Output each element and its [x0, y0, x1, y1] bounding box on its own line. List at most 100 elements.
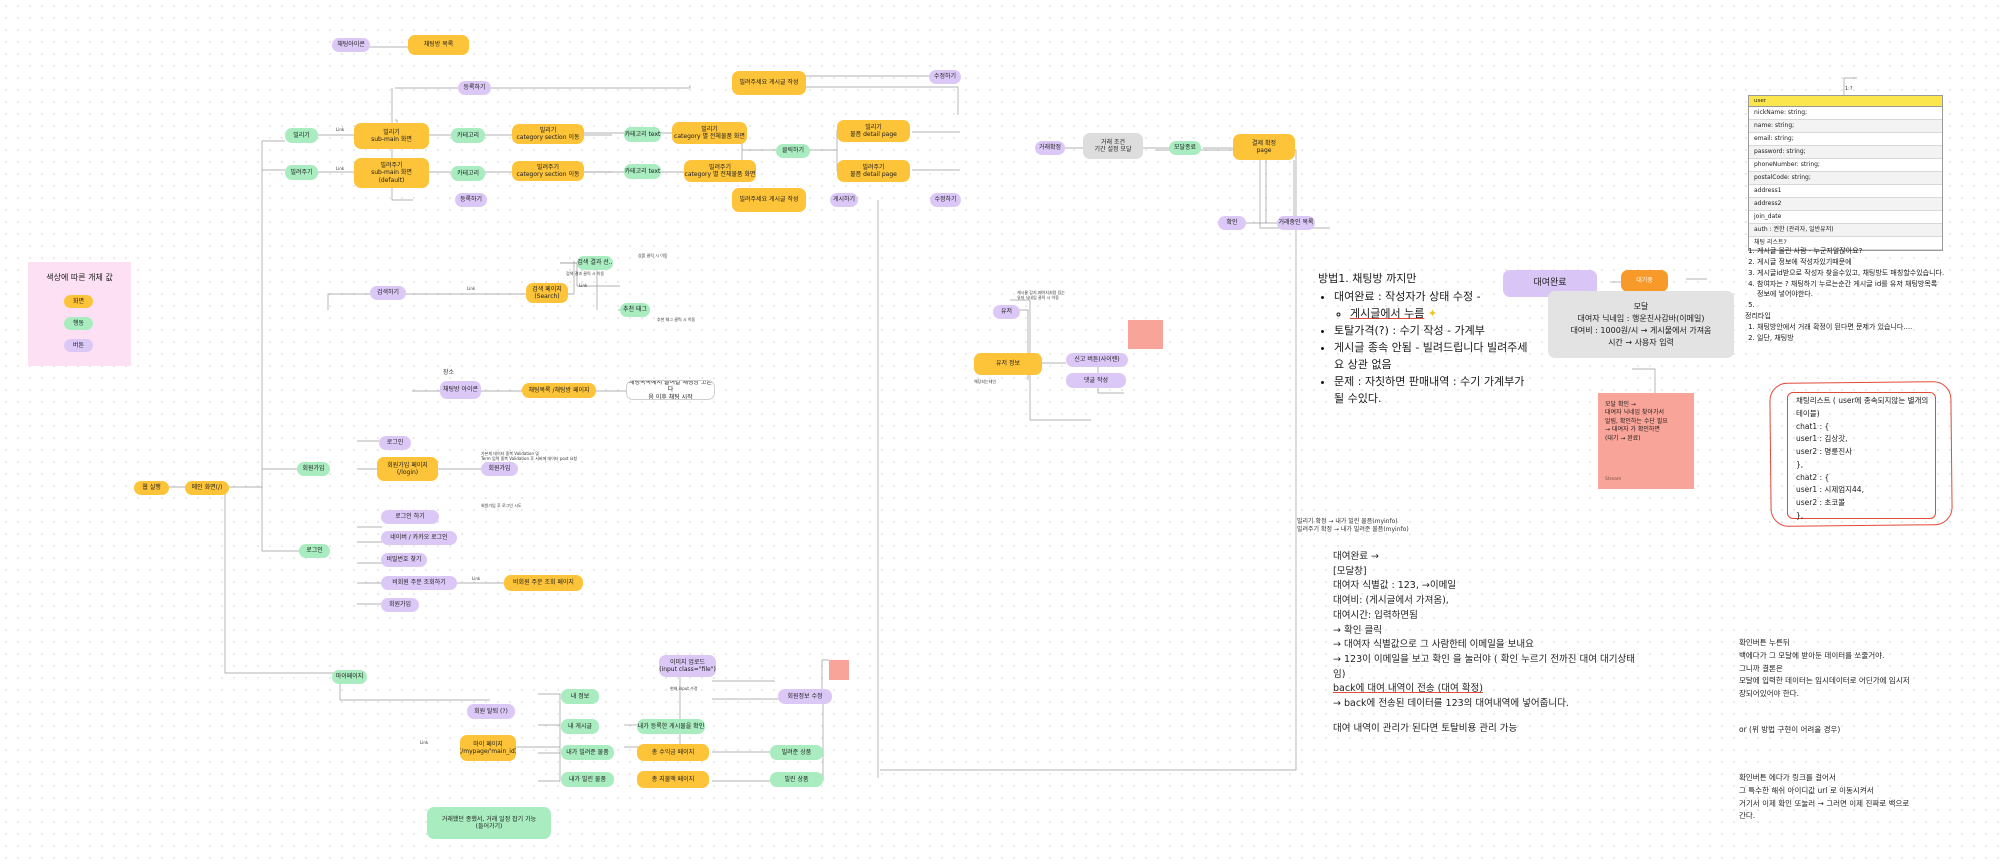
node-my-info: 내 정보: [561, 689, 599, 704]
method-bullet-text: 대여완료 : 작성자가 상태 수정 -: [1334, 289, 1481, 303]
user-table-row: phoneNumber: string;: [1749, 159, 1942, 172]
method-bullet-text: 토탈가격(?) : 수기 작성 - 가계부: [1334, 323, 1485, 337]
right-note-3: 확인버튼 에다가 링크를 걸어서 그 특수한 해쉬 아이디값 url 로 이동시…: [1739, 773, 1910, 821]
user-table-row: 채팅 리스트?: [1749, 237, 1942, 250]
table-tag: 1:?: [1845, 86, 1853, 92]
flow-line: 대여 내역이 관리가 된다면 토탈비용 관리 가능: [1333, 722, 1518, 734]
node-chat-note: 채팅목록에서 들어갈 채팅방 고른 다 음 이후 채팅 시작: [626, 380, 715, 400]
legend-screen: 화면: [64, 295, 93, 308]
question-item: [1757, 300, 1945, 311]
node-main-screen: 메인 화면(/): [185, 481, 229, 495]
method-title: 방법1. 채팅방 까지만: [1318, 272, 1417, 285]
flow-line: → 123이 이메일을 보고 확인 을 눌러야 ( 확인 누르기 전까진 대여 …: [1333, 654, 1636, 680]
node-pending: 대기중: [1621, 270, 1668, 292]
color-legend: 색상에 따른 개체 값 화면 행동 버튼: [28, 262, 131, 366]
node-chat-icon-2: 채팅방 아이콘: [440, 381, 481, 399]
user-table-row: password: string;: [1749, 146, 1942, 159]
myinfo-note: 빌리기 확정 → 내가 빌린 물픔(myinfo) 빌려주기 확정 → 내가 빌…: [1297, 518, 1409, 533]
node-category-text-2: 카테고리 text: [624, 164, 661, 179]
method-bullet: 대여완료 : 작성자가 상태 수정 - 게시글에서 누름 ✦: [1334, 288, 1533, 322]
node-modal: 모달 대여자 닉네임 : 행운친사감바(이메일) 대여비 : 1000원/시 →…: [1548, 291, 1734, 358]
user-note: 게시물 감지 페이지처럼 있는 유저 닉네임 클릭 시 이동: [1017, 290, 1065, 301]
legend-title: 색상에 따른 개체 값: [46, 273, 113, 282]
node-lent-item: 빌린 상품: [770, 772, 823, 787]
method-bullet: 게시글 종속 안됨 - 빌려드립니다 빌려주세요 상관 없음: [1334, 339, 1533, 373]
node-category-1: 카테고리: [451, 128, 485, 143]
node-register-top: 등록하기: [458, 81, 491, 95]
node-edit-info: 회원정보 수정: [778, 689, 832, 704]
chat-list-text: 채팅리스트 ( user에 종속되지않는 별개의 테이블) chat1 : { …: [1796, 396, 1929, 520]
node-click: 클릭하기: [776, 144, 810, 158]
node-edit-top: 수정하기: [929, 70, 961, 84]
flow-line: [모달창]: [1333, 565, 1367, 577]
question-item: 게시글 정보에 작성자있기때문에: [1757, 257, 1945, 268]
node-review: 댓글 작성: [1066, 373, 1126, 388]
join-note-2: 회원가입 후 로그인 시도: [481, 503, 522, 508]
node-borrow-sub: 빌리기 sub-main 화면: [354, 123, 429, 149]
node-search: 검색하기: [370, 286, 406, 300]
search-note: 추천 태그 클릭 시 이동: [657, 317, 696, 322]
flow-line-highlight: back에 대여 내역이 전송 (대여 확정): [1333, 683, 1483, 695]
link-label: Link: [579, 283, 588, 288]
node-lend-sub: 빌려주기 sub-main 화면 (default): [354, 158, 429, 188]
node-post-button: 게시하기: [830, 193, 858, 207]
link-label: Link: [336, 127, 345, 132]
image-note: 현재 input 수정: [670, 686, 698, 691]
method-bullet-text: 게시글 종속 안됨 - 빌려드립니다 빌려주세요 상관 없음: [1334, 340, 1528, 371]
red-sticky-note: 모달 확인 → 대여자 닉네임 찾아가서 알림, 확인하는 수단 필요 → 대여…: [1598, 393, 1694, 489]
user-table-row: address2: [1749, 198, 1942, 211]
node-web-start: 웹 실행: [134, 481, 169, 495]
flow-line: 대여시간: 입력하면됨: [1333, 609, 1418, 621]
tiny-red-note: [829, 660, 849, 680]
node-login-do: 로그인 하기: [381, 510, 439, 524]
link-label: Link: [472, 576, 481, 581]
profile-note: 해당되는테인: [974, 379, 997, 384]
user-table-row: address1: [1749, 185, 1942, 198]
user-table-row: auth : 권한 (관리자, 일반유저): [1749, 224, 1942, 237]
method-sub-text: 게시글에서 누름: [1350, 306, 1425, 320]
red-note-text: 모달 확인 → 대여자 닉네임 찾아가서 알림, 확인하는 수단 필요 → 대여…: [1605, 401, 1668, 442]
user-table-row: nickName: string;: [1749, 107, 1942, 120]
summary-type: 정리타입: [1745, 312, 1771, 321]
node-join-page: 회원가입 페이지 (/login): [377, 457, 438, 481]
method-sub-bullet: 게시글에서 누름 ✦: [1350, 305, 1533, 322]
link-label: Link: [420, 740, 429, 745]
node-recommend: 추천 태그: [620, 303, 650, 317]
questions-block: 게시글 올린 사람 - 누군지알잖아요? 게시글 정보에 작성자있기때문에 게시…: [1745, 246, 1945, 344]
node-borrow-detail: 빌리기 물픔 detail page: [837, 120, 910, 142]
method-block: 방법1. 채팅방 까지만 대여완료 : 작성자가 상태 수정 - 게시글에서 누…: [1318, 271, 1533, 407]
node-search-result: 검색 결과 선..: [577, 256, 613, 270]
node-image-upload: 이미지 업로드 (input class="file"): [659, 655, 716, 677]
node-guest-order: 비회원 주문 조회하기: [381, 576, 457, 590]
user-table: user nickName: string; name: string; ema…: [1748, 95, 1943, 251]
user-table-row: postalCode: string;: [1749, 172, 1942, 185]
node-search-page: 검색 페이지 (Search): [526, 283, 568, 303]
flow-line: 대여완료 →: [1333, 551, 1379, 562]
question-item: 참여자는 ? 채팅하기 누르는순간 게시글 id를 유저 채팅방목록 정보에 넣…: [1757, 279, 1945, 301]
node-mypage: 마이 페이지 (/mypage/'main_id): [460, 735, 516, 761]
node-borrowed: 내가 빌려준 물품: [561, 745, 614, 760]
node-withdraw: 회원 탈퇴 (?): [467, 704, 515, 719]
method-bullet: 토탈가격(?) : 수기 작성 - 가계부: [1334, 322, 1533, 339]
summary-item: 채팅방안에서 거래 확정이 된다면 문제가 있습니다....: [1757, 322, 1945, 333]
node-login-top: 로그인: [379, 436, 411, 450]
node-my-posts: 내 게시글: [561, 719, 599, 734]
question-item: 게시글id받으로 작성자 찾을수있고, 채팅방도 매칭할수있습니다.: [1757, 268, 1945, 279]
node-category-text-1: 카테고리 text: [624, 127, 661, 142]
node-deal-confirm: 거래확정: [1035, 141, 1065, 155]
node-lend-post: 빌려주세요 게시글 작성: [732, 71, 806, 95]
node-join-3: 회원가입: [381, 598, 419, 612]
user-table-row: join_date: [1749, 211, 1942, 224]
node-chatlist: 채팅방 목록: [408, 35, 469, 55]
node-lent-page: 총 지불액 페이지: [637, 771, 709, 788]
node-lend-category: 빌려주기 category section 이동: [512, 161, 584, 181]
node-final-page: 결제 확정 page: [1233, 134, 1295, 160]
legend-button: 버튼: [64, 339, 93, 352]
legend-action: 행동: [64, 317, 93, 330]
flow-line: → 대여자 식별값으로 그 사람한테 이메일을 보내요: [1333, 639, 1534, 651]
node-report: 신고 버튼(사이렌): [1066, 353, 1128, 367]
node-deal-conditions: 거래 조건 기간 설정 모달: [1083, 133, 1143, 159]
node-borrow-category: 빌리기 category section 이동: [512, 124, 584, 144]
node-login: 로그인: [299, 544, 330, 558]
node-ok: 확인: [1218, 216, 1246, 230]
